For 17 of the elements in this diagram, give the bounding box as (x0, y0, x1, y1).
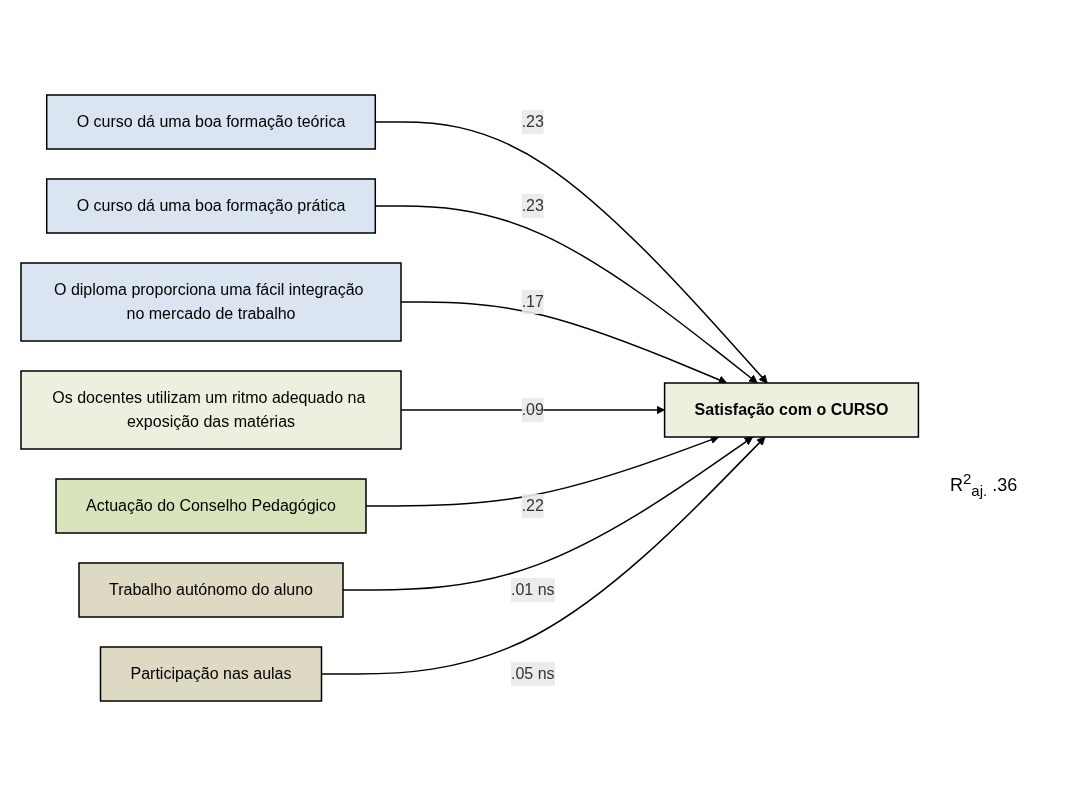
node-box: O curso dá uma boa formação teórica (46, 94, 377, 150)
edge-label: .05 ns (511, 665, 555, 682)
arrow (321, 436, 766, 675)
node-box: O diploma proporciona uma fácil integração no mercado de trabalho (20, 262, 403, 342)
node-box: Participação nas aulas (100, 646, 323, 702)
edge-label: .23 (521, 197, 545, 214)
edge-label: .23 (521, 113, 545, 130)
node-box: O curso dá uma boa formação prática (46, 178, 377, 234)
fit-statistic: R$^{2}$$_{aj.}$ .36 (950, 470, 1018, 499)
edge-label: .09 (521, 401, 545, 418)
node-box: Actuação do Conselho Pedagógico (55, 478, 367, 534)
edge-label: .01 ns (511, 581, 555, 598)
node-box: Trabalho autónomo do aluno (78, 562, 345, 618)
edge-label: .22 (521, 497, 545, 514)
node-box: Satisfação com o CURSO (664, 382, 920, 438)
node-box: Os docentes utilizam um ritmo adequado na exposição das matérias (20, 370, 403, 450)
edge-label: .17 (521, 293, 545, 310)
